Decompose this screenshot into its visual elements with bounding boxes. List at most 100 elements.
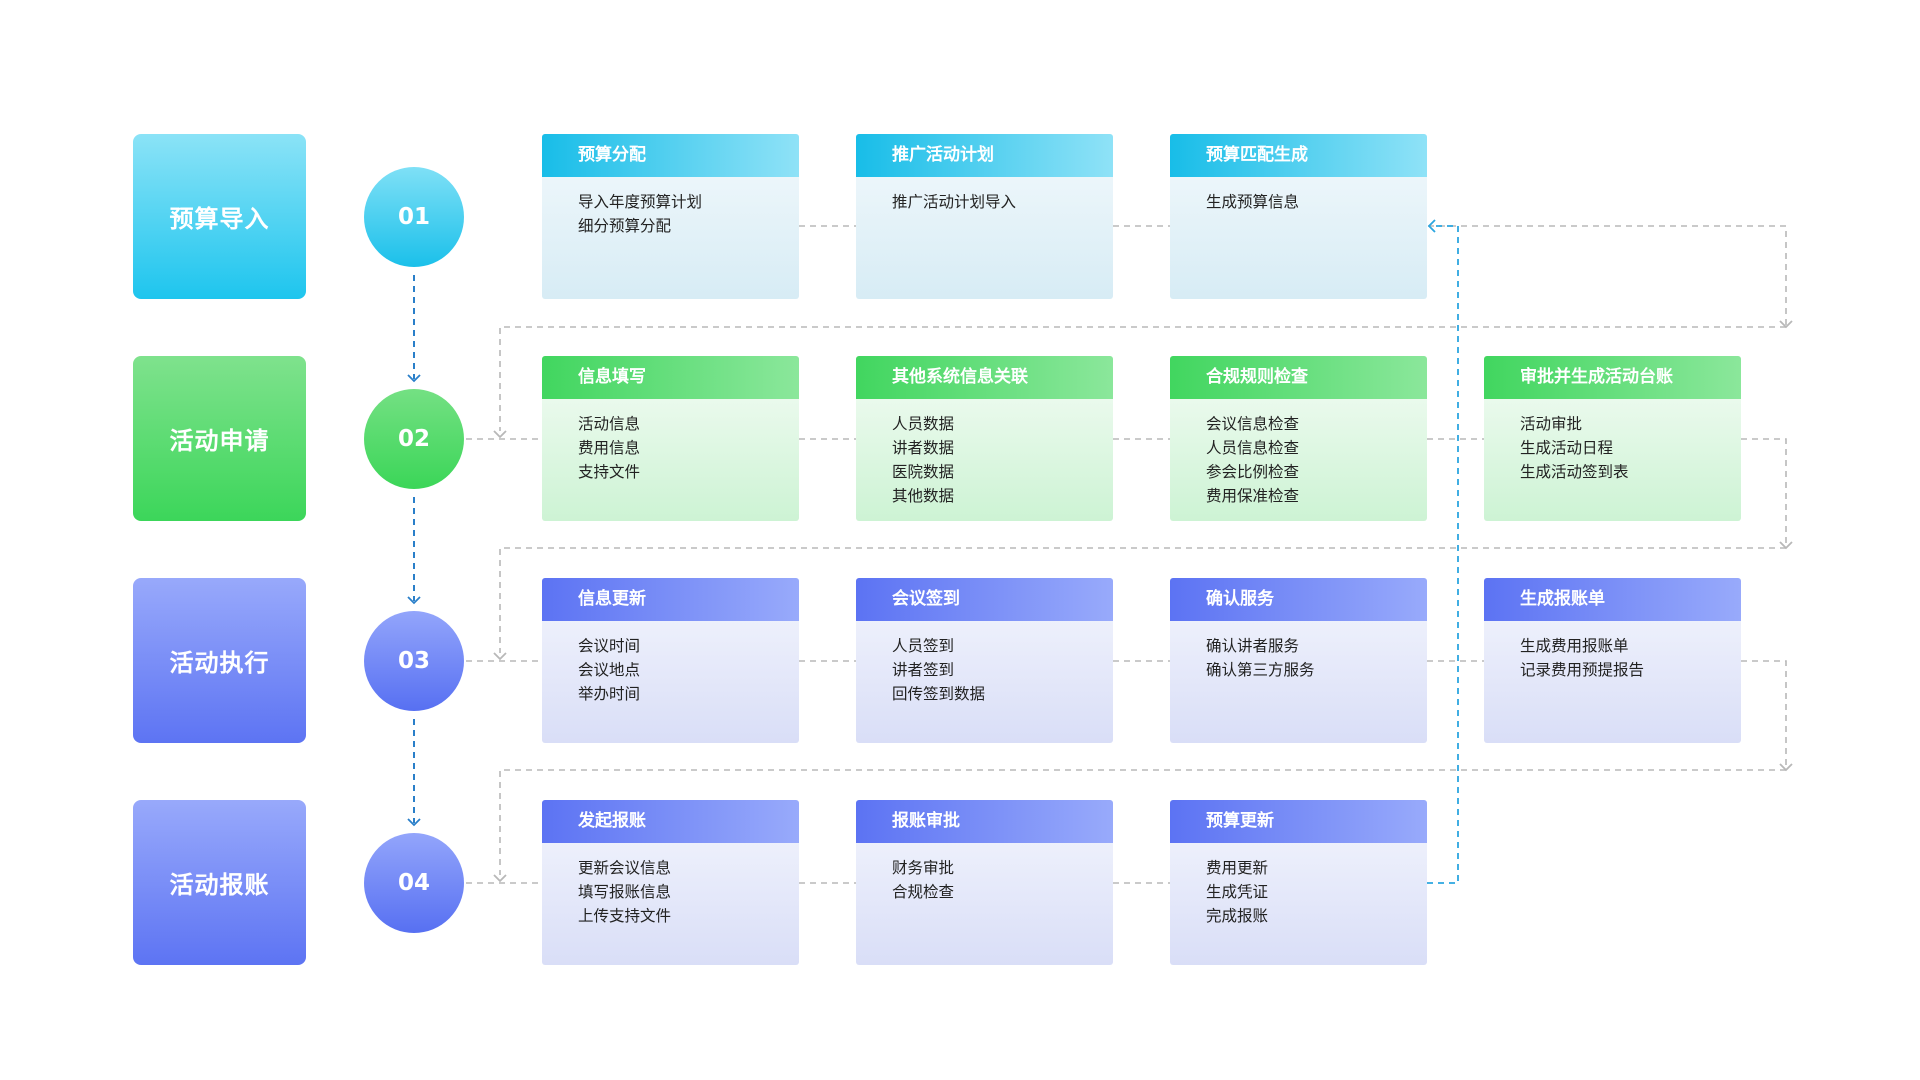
process-card: 报账审批财务审批合规检查 bbox=[856, 800, 1113, 965]
card-item: 人员签到 bbox=[892, 637, 955, 655]
process-card: 信息更新会议时间会议地点举办时间 bbox=[542, 578, 799, 743]
stage-label-04: 活动报账 bbox=[133, 800, 306, 965]
card-item: 生成凭证 bbox=[1206, 883, 1269, 901]
card-item: 填写报账信息 bbox=[578, 883, 672, 901]
chevron-down-icon bbox=[407, 818, 421, 827]
chevron-down-icon bbox=[407, 374, 421, 383]
stage-label-01: 预算导入 bbox=[133, 134, 306, 299]
card-title: 生成报账单 bbox=[1484, 578, 1741, 621]
card-title: 信息更新 bbox=[542, 578, 799, 621]
card-body: 人员签到讲者签到回传签到数据 bbox=[856, 621, 1113, 706]
chevron-down-icon bbox=[493, 652, 507, 661]
card-body: 会议时间会议地点举办时间 bbox=[542, 621, 799, 706]
stage-label-02: 活动申请 bbox=[133, 356, 306, 521]
chevron-down-icon bbox=[1779, 541, 1793, 550]
card-item: 推广活动计划导入 bbox=[892, 193, 1017, 211]
process-card: 合规规则检查会议信息检查人员信息检查参会比例检查费用保准检查 bbox=[1170, 356, 1427, 521]
chevron-left-icon bbox=[1427, 219, 1436, 233]
card-item: 会议信息检查 bbox=[1206, 415, 1300, 433]
card-item: 支持文件 bbox=[578, 463, 641, 481]
card-title: 报账审批 bbox=[856, 800, 1113, 843]
card-item: 人员数据 bbox=[892, 415, 955, 433]
card-body: 更新会议信息填写报账信息上传支持文件 bbox=[542, 843, 799, 928]
card-item: 生成活动签到表 bbox=[1520, 463, 1629, 481]
card-body: 活动信息费用信息支持文件 bbox=[542, 399, 799, 484]
card-item: 合规检查 bbox=[892, 883, 955, 901]
card-title: 信息填写 bbox=[542, 356, 799, 399]
card-item: 上传支持文件 bbox=[578, 907, 672, 925]
card-title: 确认服务 bbox=[1170, 578, 1427, 621]
card-title: 审批并生成活动台账 bbox=[1484, 356, 1741, 399]
card-item: 费用信息 bbox=[578, 439, 641, 457]
process-card: 确认服务确认讲者服务确认第三方服务 bbox=[1170, 578, 1427, 743]
card-item: 回传签到数据 bbox=[892, 685, 986, 703]
process-card: 审批并生成活动台账活动审批生成活动日程生成活动签到表 bbox=[1484, 356, 1741, 521]
card-item: 讲者签到 bbox=[892, 661, 955, 679]
process-card: 其他系统信息关联人员数据讲者数据医院数据其他数据 bbox=[856, 356, 1113, 521]
step-number-04: 04 bbox=[364, 833, 464, 933]
card-body: 导入年度预算计划细分预算分配 bbox=[542, 177, 799, 238]
chevron-down-icon bbox=[407, 596, 421, 605]
process-card: 会议签到人员签到讲者签到回传签到数据 bbox=[856, 578, 1113, 743]
card-item: 生成费用报账单 bbox=[1520, 637, 1629, 655]
chevron-down-icon bbox=[1779, 320, 1793, 329]
card-title: 预算匹配生成 bbox=[1170, 134, 1427, 177]
card-item: 导入年度预算计划 bbox=[578, 193, 703, 211]
step-number-02: 02 bbox=[364, 389, 464, 489]
connector-line bbox=[1741, 660, 1787, 770]
process-card: 预算分配导入年度预算计划细分预算分配 bbox=[542, 134, 799, 299]
card-item: 举办时间 bbox=[578, 685, 641, 703]
card-item: 参会比例检查 bbox=[1206, 463, 1300, 481]
card-body: 生成预算信息 bbox=[1170, 177, 1427, 214]
chevron-down-icon bbox=[1779, 763, 1793, 772]
card-title: 会议签到 bbox=[856, 578, 1113, 621]
card-item: 财务审批 bbox=[892, 859, 955, 877]
card-body: 生成费用报账单记录费用预提报告 bbox=[1484, 621, 1741, 682]
card-item: 生成活动日程 bbox=[1520, 439, 1614, 457]
card-item: 人员信息检查 bbox=[1206, 439, 1300, 457]
process-card: 预算更新费用更新生成凭证完成报账 bbox=[1170, 800, 1427, 965]
card-title: 其他系统信息关联 bbox=[856, 356, 1113, 399]
process-card: 生成报账单生成费用报账单记录费用预提报告 bbox=[1484, 578, 1741, 743]
process-card: 发起报账更新会议信息填写报账信息上传支持文件 bbox=[542, 800, 799, 965]
card-title: 预算分配 bbox=[542, 134, 799, 177]
card-title: 预算更新 bbox=[1170, 800, 1427, 843]
process-card: 信息填写活动信息费用信息支持文件 bbox=[542, 356, 799, 521]
process-card: 预算匹配生成生成预算信息 bbox=[1170, 134, 1427, 299]
card-item: 会议时间 bbox=[578, 637, 641, 655]
card-body: 推广活动计划导入 bbox=[856, 177, 1113, 214]
connector-line bbox=[1741, 438, 1787, 548]
card-item: 生成预算信息 bbox=[1206, 193, 1300, 211]
card-body: 人员数据讲者数据医院数据其他数据 bbox=[856, 399, 1113, 508]
card-item: 完成报账 bbox=[1206, 907, 1269, 925]
card-item: 记录费用预提报告 bbox=[1520, 661, 1645, 679]
card-body: 确认讲者服务确认第三方服务 bbox=[1170, 621, 1427, 682]
card-body: 活动审批生成活动日程生成活动签到表 bbox=[1484, 399, 1741, 484]
card-item: 其他数据 bbox=[892, 487, 955, 505]
card-body: 费用更新生成凭证完成报账 bbox=[1170, 843, 1427, 928]
card-item: 更新会议信息 bbox=[578, 859, 672, 877]
card-body: 会议信息检查人员信息检查参会比例检查费用保准检查 bbox=[1170, 399, 1427, 508]
card-item: 活动信息 bbox=[578, 415, 641, 433]
card-title: 发起报账 bbox=[542, 800, 799, 843]
card-item: 活动审批 bbox=[1520, 415, 1583, 433]
card-body: 财务审批合规检查 bbox=[856, 843, 1113, 904]
card-item: 确认第三方服务 bbox=[1206, 661, 1315, 679]
card-item: 医院数据 bbox=[892, 463, 955, 481]
step-number-03: 03 bbox=[364, 611, 464, 711]
stage-label-03: 活动执行 bbox=[133, 578, 306, 743]
card-title: 合规规则检查 bbox=[1170, 356, 1427, 399]
card-item: 细分预算分配 bbox=[578, 217, 672, 235]
chevron-down-icon bbox=[493, 430, 507, 439]
connector-line bbox=[1428, 225, 1787, 327]
step-number-01: 01 bbox=[364, 167, 464, 267]
card-item: 费用保准检查 bbox=[1206, 487, 1300, 505]
card-item: 会议地点 bbox=[578, 661, 641, 679]
return-connector-line bbox=[1427, 225, 1459, 884]
card-item: 费用更新 bbox=[1206, 859, 1269, 877]
card-item: 确认讲者服务 bbox=[1206, 637, 1300, 655]
card-title: 推广活动计划 bbox=[856, 134, 1113, 177]
card-item: 讲者数据 bbox=[892, 439, 955, 457]
process-card: 推广活动计划推广活动计划导入 bbox=[856, 134, 1113, 299]
